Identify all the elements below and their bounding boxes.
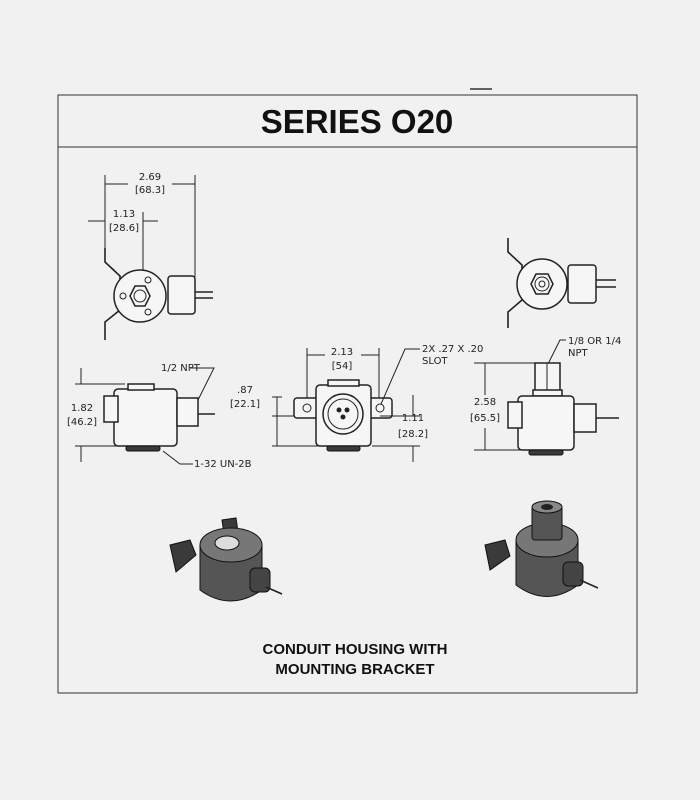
isometric-view-left — [169, 517, 283, 602]
dim-height-conduit: 1.82 — [71, 403, 93, 414]
dim-overall-width-mm: [68.3] — [135, 185, 165, 196]
dim-slot-spacing: 2.13 — [331, 347, 353, 358]
front-view-center: 2.13 [54] .87 [22.1] 2X .27 X .20 SLOT 1… — [230, 344, 483, 462]
dim-bracket-offset: 1.11 — [402, 413, 424, 424]
isometric-view-right — [484, 500, 599, 597]
side-view-left: 1.82 [46.2] 1/2 NPT 1-32 UN-2B — [67, 363, 252, 470]
top-view-right — [507, 238, 616, 328]
label-slot-2: SLOT — [422, 356, 448, 367]
dim-height-port: 2.58 — [474, 397, 496, 408]
dim-center-offset-mm: [28.6] — [109, 223, 139, 234]
dim-bracket-height-mm: [22.1] — [230, 399, 260, 410]
dim-bracket-height: .87 — [237, 385, 253, 396]
dim-center-offset: 1.13 — [113, 209, 135, 220]
label-base-thread: 1-32 UN-2B — [194, 459, 252, 470]
caption-line-2: MOUNTING BRACKET — [275, 661, 434, 678]
label-port-thread-1: 1/8 OR 1/4 — [568, 336, 621, 347]
caption-line-1: CONDUIT HOUSING WITH — [263, 641, 448, 658]
dim-slot-spacing-mm: [54] — [332, 361, 353, 372]
dim-bracket-offset-mm: [28.2] — [398, 429, 428, 440]
label-port-thread-2: NPT — [568, 348, 589, 359]
dim-height-port-mm: [65.5] — [470, 413, 500, 424]
dim-overall-width: 2.69 — [139, 172, 161, 183]
label-conduit-thread: 1/2 NPT — [161, 363, 201, 374]
top-view-left: 2.69 [68.3] 1.13 [28.6] — [88, 172, 213, 340]
side-view-right: 1/8 OR 1/4 NPT 2.58 [65.5] — [470, 336, 621, 456]
page-title: SERIES O20 — [261, 103, 454, 140]
label-slot-1: 2X .27 X .20 — [422, 344, 483, 355]
dim-height-conduit-mm: [46.2] — [67, 417, 97, 428]
